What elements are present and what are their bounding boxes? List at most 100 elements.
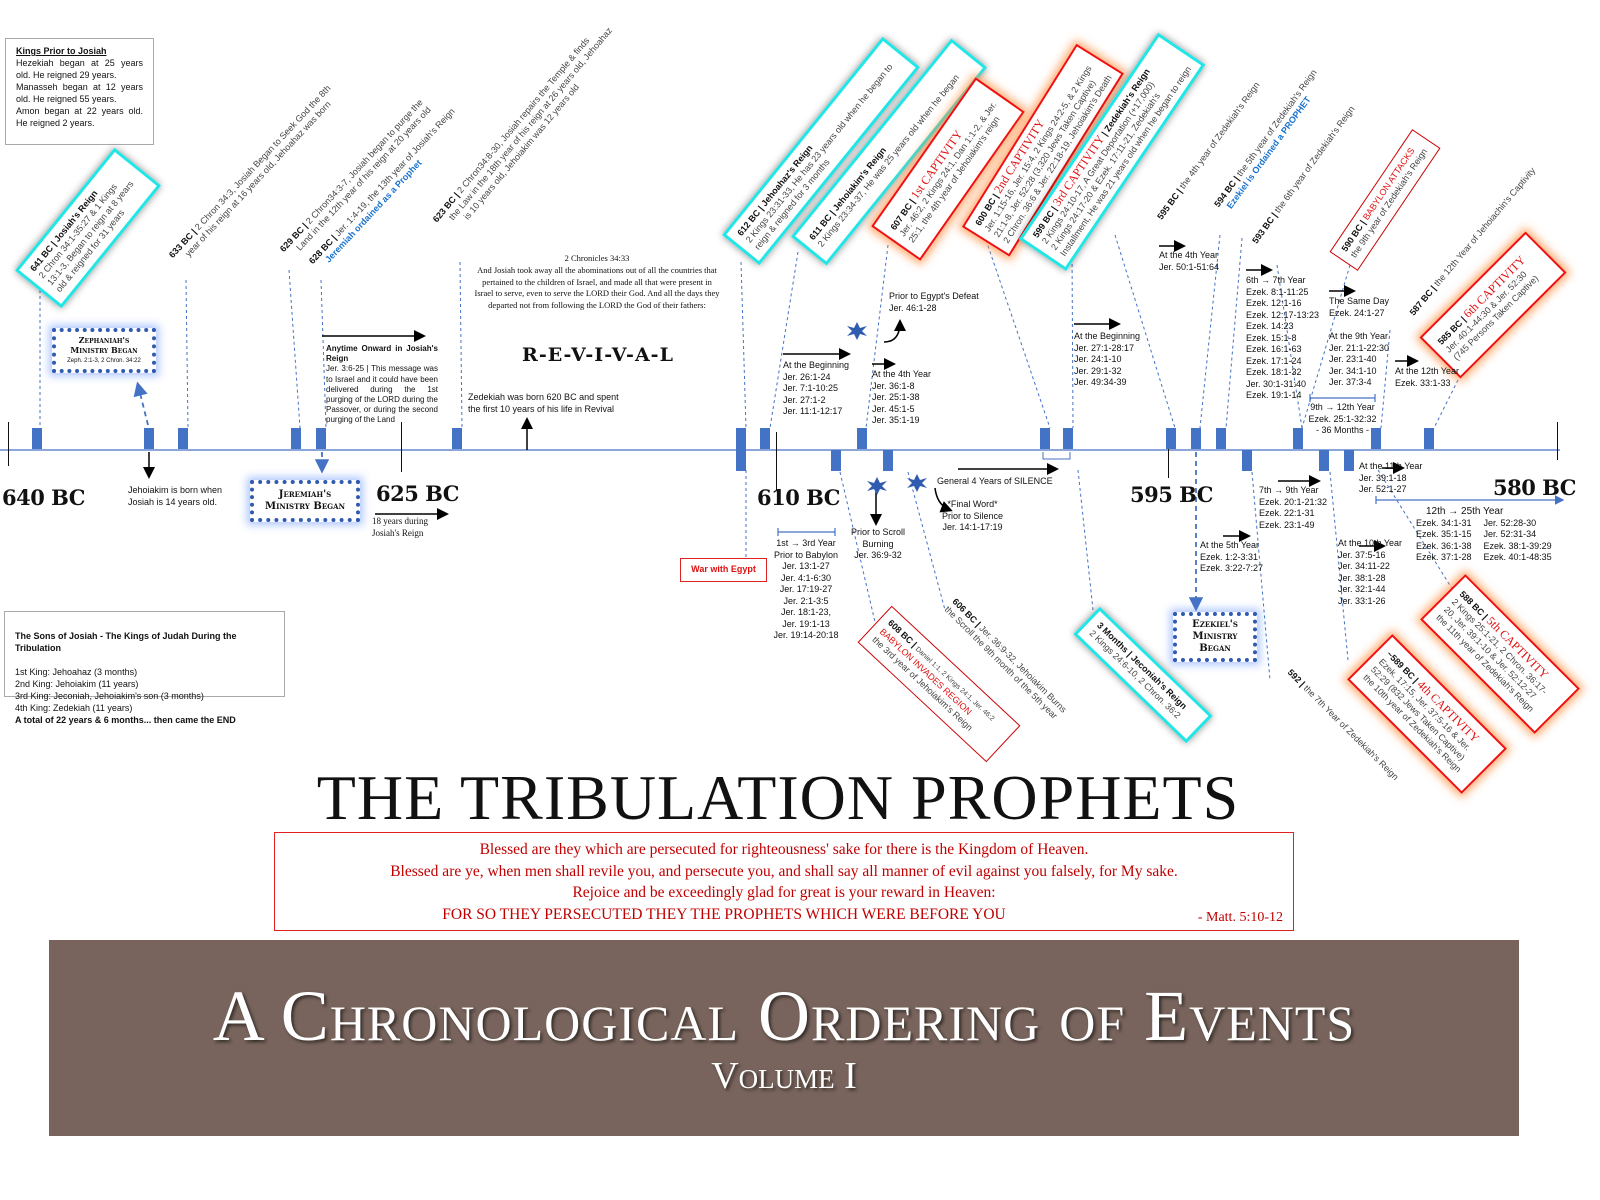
event-marker xyxy=(144,428,154,449)
quote-ref: 2 Chronicles 34:33 xyxy=(564,253,630,263)
ministry-title: Zephaniah's Ministry Began xyxy=(70,334,138,355)
note-head: At the 10th Year xyxy=(1338,538,1403,548)
event-marker xyxy=(1242,450,1252,471)
event-marker xyxy=(1344,450,1354,471)
year-label: 640 BC xyxy=(2,485,86,510)
sons-line: 3rd King: Jeconiah, Jehoiakim's son (3 m… xyxy=(15,691,204,701)
event-marker xyxy=(1216,428,1226,449)
ezekiel-ministry-box: Ezekiel's Ministry Began xyxy=(1173,612,1257,662)
note-head: At the Beginning xyxy=(783,360,850,370)
kings-prior-text: Hezekiah began at 25 years old. He reign… xyxy=(16,58,143,128)
sons-title: The Sons of Josiah - The Kings of Judah … xyxy=(15,631,237,653)
event-marker xyxy=(452,428,462,449)
note-head: 9th → 12th Year xyxy=(1310,402,1375,412)
beatitude-line: Blessed are ye, when men shall revile yo… xyxy=(390,862,1178,880)
year-tick xyxy=(1557,422,1558,460)
ministry-title: Jeremiah's Ministry Began xyxy=(265,489,345,512)
event-marker xyxy=(1319,450,1329,471)
note-head: The Same Day xyxy=(1329,296,1390,306)
dashed-connectors xyxy=(39,234,1459,681)
beatitude-line: Rejoice and be exceedingly glad for grea… xyxy=(572,884,996,901)
revival-label: R-E-V-I-V-A-L xyxy=(522,344,674,366)
note-body: Jer. 50:1-51:64 xyxy=(1159,261,1220,272)
note-jehoiakim-born: Jehoiakim is born when Josiah is 14 year… xyxy=(128,485,223,507)
year-label: 610 BC xyxy=(757,485,841,510)
event-marker xyxy=(760,428,770,449)
note-body: Jer. 27:1-28:17 Jer. 24:1-10 Jer. 29:1-3… xyxy=(1074,342,1135,388)
note-body: Jer. 36:1-8 Jer. 25:1-38 Jer. 45:1-5 Jer… xyxy=(872,380,920,426)
note-body: Jer. 46:1-28 xyxy=(889,302,937,313)
burst-icons xyxy=(847,322,927,495)
ministry-title: Ezekiel's Ministry Began xyxy=(1192,619,1238,654)
note-head: 1st → 3rd Year Prior to Babylon xyxy=(773,538,839,560)
jeremiah-ministry-box: Jeremiah's Ministry Began xyxy=(250,480,360,522)
kings-prior-title: Kings Prior to Josiah xyxy=(16,46,107,56)
event-marker xyxy=(883,450,893,471)
note-zedekiah-born: Zedekiah was born 620 BC and spent the f… xyxy=(468,392,619,414)
note-head: At the 5th Year xyxy=(1200,540,1260,550)
note-head: 12th → 25th Year xyxy=(1426,506,1504,517)
event-marker xyxy=(1063,428,1073,449)
main-title: THE TRIBULATION PROPHETS xyxy=(316,762,1240,833)
note-body: Jer. 37:5-16 Jer. 34:11-22 Jer. 38:1-28 … xyxy=(1338,549,1390,606)
sons-line: 4th King: Zedekiah (11 years) xyxy=(15,703,133,713)
event-marker xyxy=(831,450,841,471)
banner-title: A Chronological Ordering of Events xyxy=(212,976,1356,1056)
note-body: Jer. 14:1-17:19 xyxy=(942,522,1003,532)
war-with-egypt-box: War with Egypt xyxy=(680,558,767,582)
note-body: Jer. 13:1-27 Jer. 4:1-6:30 Jer. 17:19-27… xyxy=(773,561,839,640)
note-head: At the 11th Year xyxy=(1359,461,1423,471)
sons-total: A total of 22 years & 6 months... then c… xyxy=(15,715,236,725)
event-marker xyxy=(291,428,301,449)
sons-line: 2nd King: Jehoiakim (11 years) xyxy=(15,679,139,689)
quote-text: And Josiah took away all the abomination… xyxy=(474,264,720,311)
note-head: Prior to Scroll Burning xyxy=(850,527,905,549)
beatitude-line: Blessed are they which are persecuted fo… xyxy=(479,841,1089,858)
event-marker xyxy=(1293,428,1303,449)
event-marker xyxy=(178,428,188,449)
note-body: Jer. 3:6-25 | This message was to Israel… xyxy=(326,364,438,425)
title-banner: A Chronological Ordering of Events Volum… xyxy=(49,940,1519,1136)
note-head: *Final Word* Prior to Silence xyxy=(941,499,1004,521)
note-body: Jer. 26:1-24 Jer. 7:1-10:25 Jer. 27:1-2 … xyxy=(783,371,843,417)
note-body: Ezek. 25:1-32:32 - 36 Months - xyxy=(1308,413,1377,436)
note-head: At the Beginning xyxy=(1074,331,1141,341)
note-silence: General 4 Years of SILENCE xyxy=(937,476,1053,486)
note-eighteen-years: 18 years during Josiah's Reign xyxy=(372,516,428,538)
note-body: Ezek. 20:1-21:32 Ezek. 22:1-31 Ezek. 23:… xyxy=(1259,496,1328,530)
note-head: Anytime Onward in Josiah's Reign xyxy=(326,344,438,364)
event-marker xyxy=(1424,428,1434,449)
note-head: At the 4th Year xyxy=(872,369,932,379)
sons-line: 1st King: Jehoahaz (3 months) xyxy=(15,667,138,677)
event-marker xyxy=(857,428,867,449)
event-marker xyxy=(1166,428,1176,449)
note-head: At the 12th Year xyxy=(1395,366,1460,376)
beatitude-box: Blessed are they which are persecuted fo… xyxy=(274,832,1294,931)
year-label: 580 BC xyxy=(1493,475,1577,500)
sons-of-josiah-box: The Sons of Josiah - The Kings of Judah … xyxy=(4,611,285,725)
note-body: Ezek. 8:1-11:25 Ezek. 12:1-16 Ezek. 12:1… xyxy=(1246,286,1320,401)
year-tick xyxy=(776,432,777,490)
note-body: Jer. 39:1-18 Jer. 52:1-27 xyxy=(1359,472,1407,495)
ministry-ref: Zeph. 2:1-3, 2 Chron. 34:22 xyxy=(67,357,141,364)
